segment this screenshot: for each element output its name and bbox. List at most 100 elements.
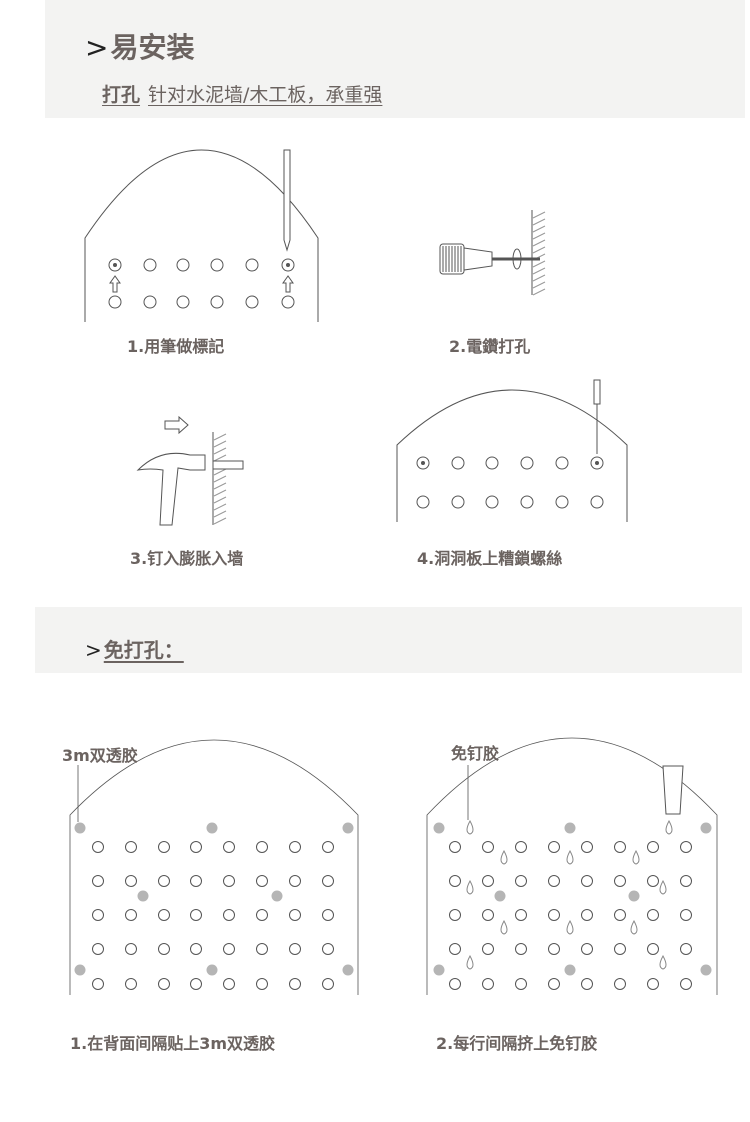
glue-drop-icon [566,919,574,935]
hole [485,456,499,470]
hole [482,841,494,853]
hole [125,943,137,955]
hole [322,943,334,955]
hole [223,909,235,921]
hole [92,978,104,990]
hole [680,909,692,921]
wall-hatch [532,288,546,296]
hole [158,841,170,853]
hole [451,495,465,509]
hole [515,841,527,853]
hole [256,978,268,990]
hole [322,875,334,887]
hole [482,978,494,990]
hole [108,295,122,309]
hole [647,909,659,921]
hole [555,456,569,470]
hole [223,943,235,955]
wall-hatch [213,517,227,525]
glue-dot [628,890,640,902]
glue-dot [433,822,445,834]
hole [680,943,692,955]
hole [92,841,104,853]
hole [176,258,190,272]
hole [520,456,534,470]
hole [158,875,170,887]
mark-dot [113,263,117,267]
wall-hatch [213,468,227,476]
anchor-ring [512,248,522,270]
hole [281,295,295,309]
wall-hatch [213,503,227,511]
wall-hatch [532,267,546,275]
hole [647,875,659,887]
hole [190,909,202,921]
hole [647,841,659,853]
wall-hatch [213,454,227,462]
glue-drop-icon [566,849,574,865]
wall-hatch [532,239,546,247]
wall-hatch [213,510,227,518]
glue-dot [564,964,576,976]
hole [289,943,301,955]
hole [647,978,659,990]
section-subtitle: 打孔针对水泥墙/木工板，承重强 [102,84,383,106]
wall-hatch [213,475,227,483]
nodrill-step-2-label: 2.每行间隔挤上免钉胶 [436,1034,598,1053]
hole [416,495,430,509]
hole [190,875,202,887]
screw-dot [421,461,425,465]
hole [190,978,202,990]
mark-dot [286,263,290,267]
hole [647,943,659,955]
hole [322,841,334,853]
hole [680,841,692,853]
wall-hatch [532,260,546,268]
hole [680,978,692,990]
hole [256,875,268,887]
glue-drop-icon [466,879,474,895]
hole [590,495,604,509]
hole [256,841,268,853]
wall-hatch [532,246,546,254]
hole [289,909,301,921]
hole [223,978,235,990]
glue-dot [700,822,712,834]
hole [548,875,560,887]
wall-hatch [532,281,546,289]
hole [158,978,170,990]
hole [256,909,268,921]
tape-dot [206,822,218,834]
hole [125,875,137,887]
hole [614,875,626,887]
hole [449,841,461,853]
hole [190,841,202,853]
hole [548,978,560,990]
hole [581,978,593,990]
hole [125,841,137,853]
tape-dot [271,890,283,902]
hole [223,875,235,887]
glue-tube-icon [662,765,684,815]
hole [223,841,235,853]
header-band [45,0,745,118]
section2-title: >免打孔： [85,638,184,662]
hole [322,978,334,990]
hole [482,943,494,955]
hole [289,978,301,990]
hole [256,943,268,955]
hole [515,978,527,990]
pegboard-outline [396,389,628,522]
section2-band [35,607,742,673]
hole [614,978,626,990]
hole [190,943,202,955]
glue-drop-icon [466,954,474,970]
hole [515,909,527,921]
wall-hatch [213,447,227,455]
hole [289,875,301,887]
hole [581,841,593,853]
hole [92,875,104,887]
wall-hatch [213,440,227,448]
